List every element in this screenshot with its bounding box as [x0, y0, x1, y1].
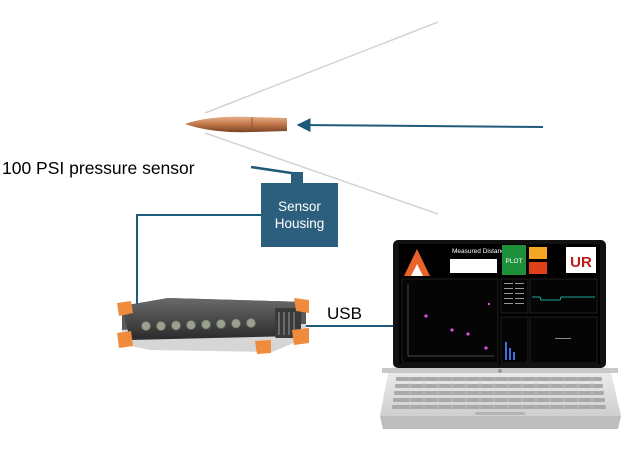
logo-text: UR [570, 254, 592, 271]
signal-plot-panel [529, 278, 598, 314]
triangle-logo-icon [404, 249, 430, 276]
shock-line-upper [204, 21, 439, 114]
bullet-icon [185, 116, 287, 133]
laptop-screen: Measured Distance PLOT UR [401, 245, 598, 364]
usb-label: USB [327, 304, 362, 323]
screen-title: Measured Distance [452, 248, 508, 255]
housing-cable [136, 214, 261, 318]
stop-button[interactable] [529, 262, 547, 274]
sensor-housing-label-line1: Sensor [278, 199, 321, 214]
plot-button[interactable] [502, 245, 526, 275]
direction-arrow [296, 118, 544, 133]
scatter-plot-panel [401, 278, 499, 364]
distance-readout [450, 259, 497, 273]
start-button[interactable] [529, 247, 547, 259]
plot-button-label: PLOT [506, 258, 523, 265]
info-panel [529, 316, 598, 364]
pressure-sensor-label: 100 PSI pressure sensor [2, 158, 195, 178]
housing-sensor-port [291, 172, 303, 184]
daq-device-icon [117, 298, 309, 354]
sensor-housing-box: Sensor Housing [261, 183, 338, 247]
shock-line-lower [204, 132, 439, 215]
table-panel [500, 278, 529, 314]
sensor-leader-line [250, 165, 299, 176]
sensor-housing-label-line2: Housing [274, 216, 325, 231]
logo-box [566, 247, 596, 273]
